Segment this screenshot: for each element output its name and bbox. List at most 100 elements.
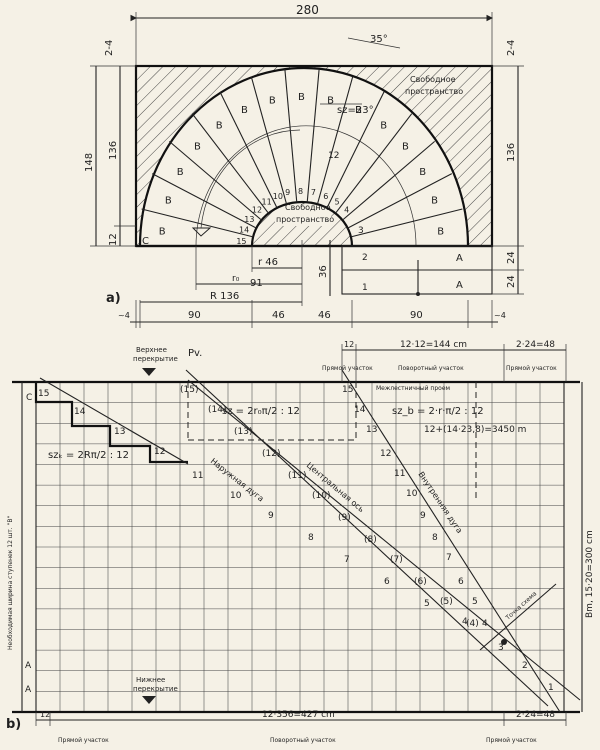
plan-step-number: 4 xyxy=(344,206,349,215)
plan-arc-12: 12 xyxy=(328,151,339,161)
plan-b-letter: B xyxy=(298,92,305,103)
dev-low-step-number: 1 xyxy=(548,683,554,693)
plan-corner-a1: A xyxy=(456,253,463,264)
dev-center-step-number: (7) xyxy=(390,555,403,565)
dev-center-step-number: (15) xyxy=(180,385,198,395)
plan-step-number: 13 xyxy=(244,215,254,224)
plan-step-number: 7 xyxy=(311,188,316,197)
plan-b-letter: B xyxy=(419,167,426,178)
plan-dim-b-l4: ~4 xyxy=(118,311,130,320)
dev-inner-step-number: 14 xyxy=(354,405,366,415)
dev-left-vertical: Необходимая ширина ступенек 12 шт. "B" xyxy=(7,516,14,650)
plan-step-number: 9 xyxy=(285,188,290,197)
plan-b-letter: B xyxy=(165,196,172,207)
plan-step-line xyxy=(219,91,278,209)
dev-inner-step-number: 5 xyxy=(472,597,478,607)
plan-b-letter: B xyxy=(269,95,276,106)
plan-step-number: 3 xyxy=(358,226,364,236)
dev-axis-center: Центральная ось xyxy=(305,461,366,515)
dev-outer-step-number: 11 xyxy=(192,471,203,481)
plan-dim-r46: r 46 xyxy=(258,257,278,268)
dev-center-step-number: (12) xyxy=(262,449,280,459)
plan-step-number: 12 xyxy=(252,206,262,215)
dev-formula-sum: 12+(14·23,8)=3450 m xyxy=(424,425,526,435)
dev-top-straight-left: Прямой участок xyxy=(322,365,373,372)
plan-b-letter: B xyxy=(380,121,387,132)
dev-inner-step-number: 7 xyxy=(446,553,452,563)
plan-step-line xyxy=(326,91,385,209)
plan-step-line xyxy=(191,113,269,214)
plan-dim-136-right: 136 xyxy=(506,143,517,162)
dev-outer-step-number: 4 xyxy=(462,617,468,627)
free-space-inner-line1: Свободное xyxy=(285,203,331,212)
plan-dim-36: 36 xyxy=(318,265,329,278)
plan-step-line xyxy=(316,76,354,205)
dev-inner-step-number: 11 xyxy=(394,469,405,479)
dev-outer-step-number: 12 xyxy=(154,447,165,457)
plan-step-number: 2 xyxy=(362,253,368,263)
dev-top-dim-right: 2·24=48 xyxy=(516,340,555,350)
plan-dim-24b: 24 xyxy=(506,275,517,288)
plan-dim-91: 91 xyxy=(250,278,263,289)
dev-upper-floor-2: перекрытие xyxy=(133,355,178,363)
dev-inner-step-number: 8 xyxy=(432,533,438,543)
plan-dim-r0-label: r₀ xyxy=(232,274,240,284)
dev-corner-c: C xyxy=(26,393,32,403)
plan-b-letter: B xyxy=(177,167,184,178)
dev-center-step-number: (13) xyxy=(234,427,252,437)
plan-dim-12-left: 12 xyxy=(108,233,119,246)
plan-step-line xyxy=(347,173,453,229)
plan-dim-r136: R 136 xyxy=(210,291,239,302)
dev-lower-floor-2: перекрытие xyxy=(133,685,178,693)
dev-inner-step-number: 4 xyxy=(482,619,488,629)
dev-formula-szk: szₖ = 2Rπ/2 : 12 xyxy=(48,450,129,461)
plan-panel-label: a) xyxy=(106,291,121,306)
dev-bottom-straight-right: Прямой участок xyxy=(486,737,537,744)
dev-bottom-straight-left: Прямой участок xyxy=(58,737,109,744)
plan-dim-148: 148 xyxy=(84,153,95,172)
plan-step-line xyxy=(342,140,436,221)
dev-inner-step-number: 15 xyxy=(342,385,353,395)
plan-step-line xyxy=(151,173,257,229)
plan-step-number: 14 xyxy=(239,226,249,235)
plan-step-number: 15 xyxy=(236,237,246,246)
dev-outer-step-number: 15 xyxy=(38,389,49,399)
dev-outer-step-number: 13 xyxy=(114,427,125,437)
plan-step-line xyxy=(350,208,463,238)
dev-top-dim-mid: 12·12=144 cm xyxy=(400,340,467,350)
plan-step-number: 1 xyxy=(362,283,368,293)
dev-center-step-number: (14) xyxy=(208,405,226,415)
plan-b-letter: B xyxy=(402,142,409,153)
dev-center-step-number: (9) xyxy=(338,513,351,523)
plan-step-line xyxy=(284,68,298,203)
plan-step-line xyxy=(168,140,262,221)
plan-b-letter: B xyxy=(241,105,248,116)
dev-outer-step-number: 14 xyxy=(74,407,86,417)
plan-dim-b-r4: ~4 xyxy=(494,311,506,320)
dev-bottom-turn: Поворотный участок xyxy=(270,737,336,744)
free-space-outer-line1: Свободное xyxy=(410,75,456,84)
dev-inner-step-number: 6 xyxy=(458,577,464,587)
plan-dim-b-90a: 90 xyxy=(188,310,201,321)
dev-top-opening: Межлестничный проем xyxy=(376,385,450,392)
dev-corner-a2: A xyxy=(25,685,32,695)
plan-dim-angle: 35° xyxy=(370,34,388,45)
plan-sz-angle: sz=23° xyxy=(337,105,374,116)
dev-center-step-number: (11) xyxy=(288,471,306,481)
plan-b-letter: B xyxy=(431,196,438,207)
plan-step-number: 5 xyxy=(334,198,339,207)
plan-step-line xyxy=(141,208,254,238)
dev-center-step-number: (4) xyxy=(466,619,479,629)
dev-center-step-number: (10) xyxy=(312,491,330,501)
dev-top-straight-right: Прямой участок xyxy=(506,365,557,372)
dev-outer-step-number: 7 xyxy=(344,555,350,565)
dev-center-step-number: (5) xyxy=(440,597,453,607)
plan-step-number: 10 xyxy=(273,192,283,201)
dev-outer-step-number: 10 xyxy=(230,491,242,501)
dev-center-step-number: (8) xyxy=(364,535,377,545)
dev-top-dim-12: 12 xyxy=(344,340,354,349)
plan-corner-a2: A xyxy=(456,280,463,291)
dev-upper-floor-1: Верхнее xyxy=(136,346,167,354)
